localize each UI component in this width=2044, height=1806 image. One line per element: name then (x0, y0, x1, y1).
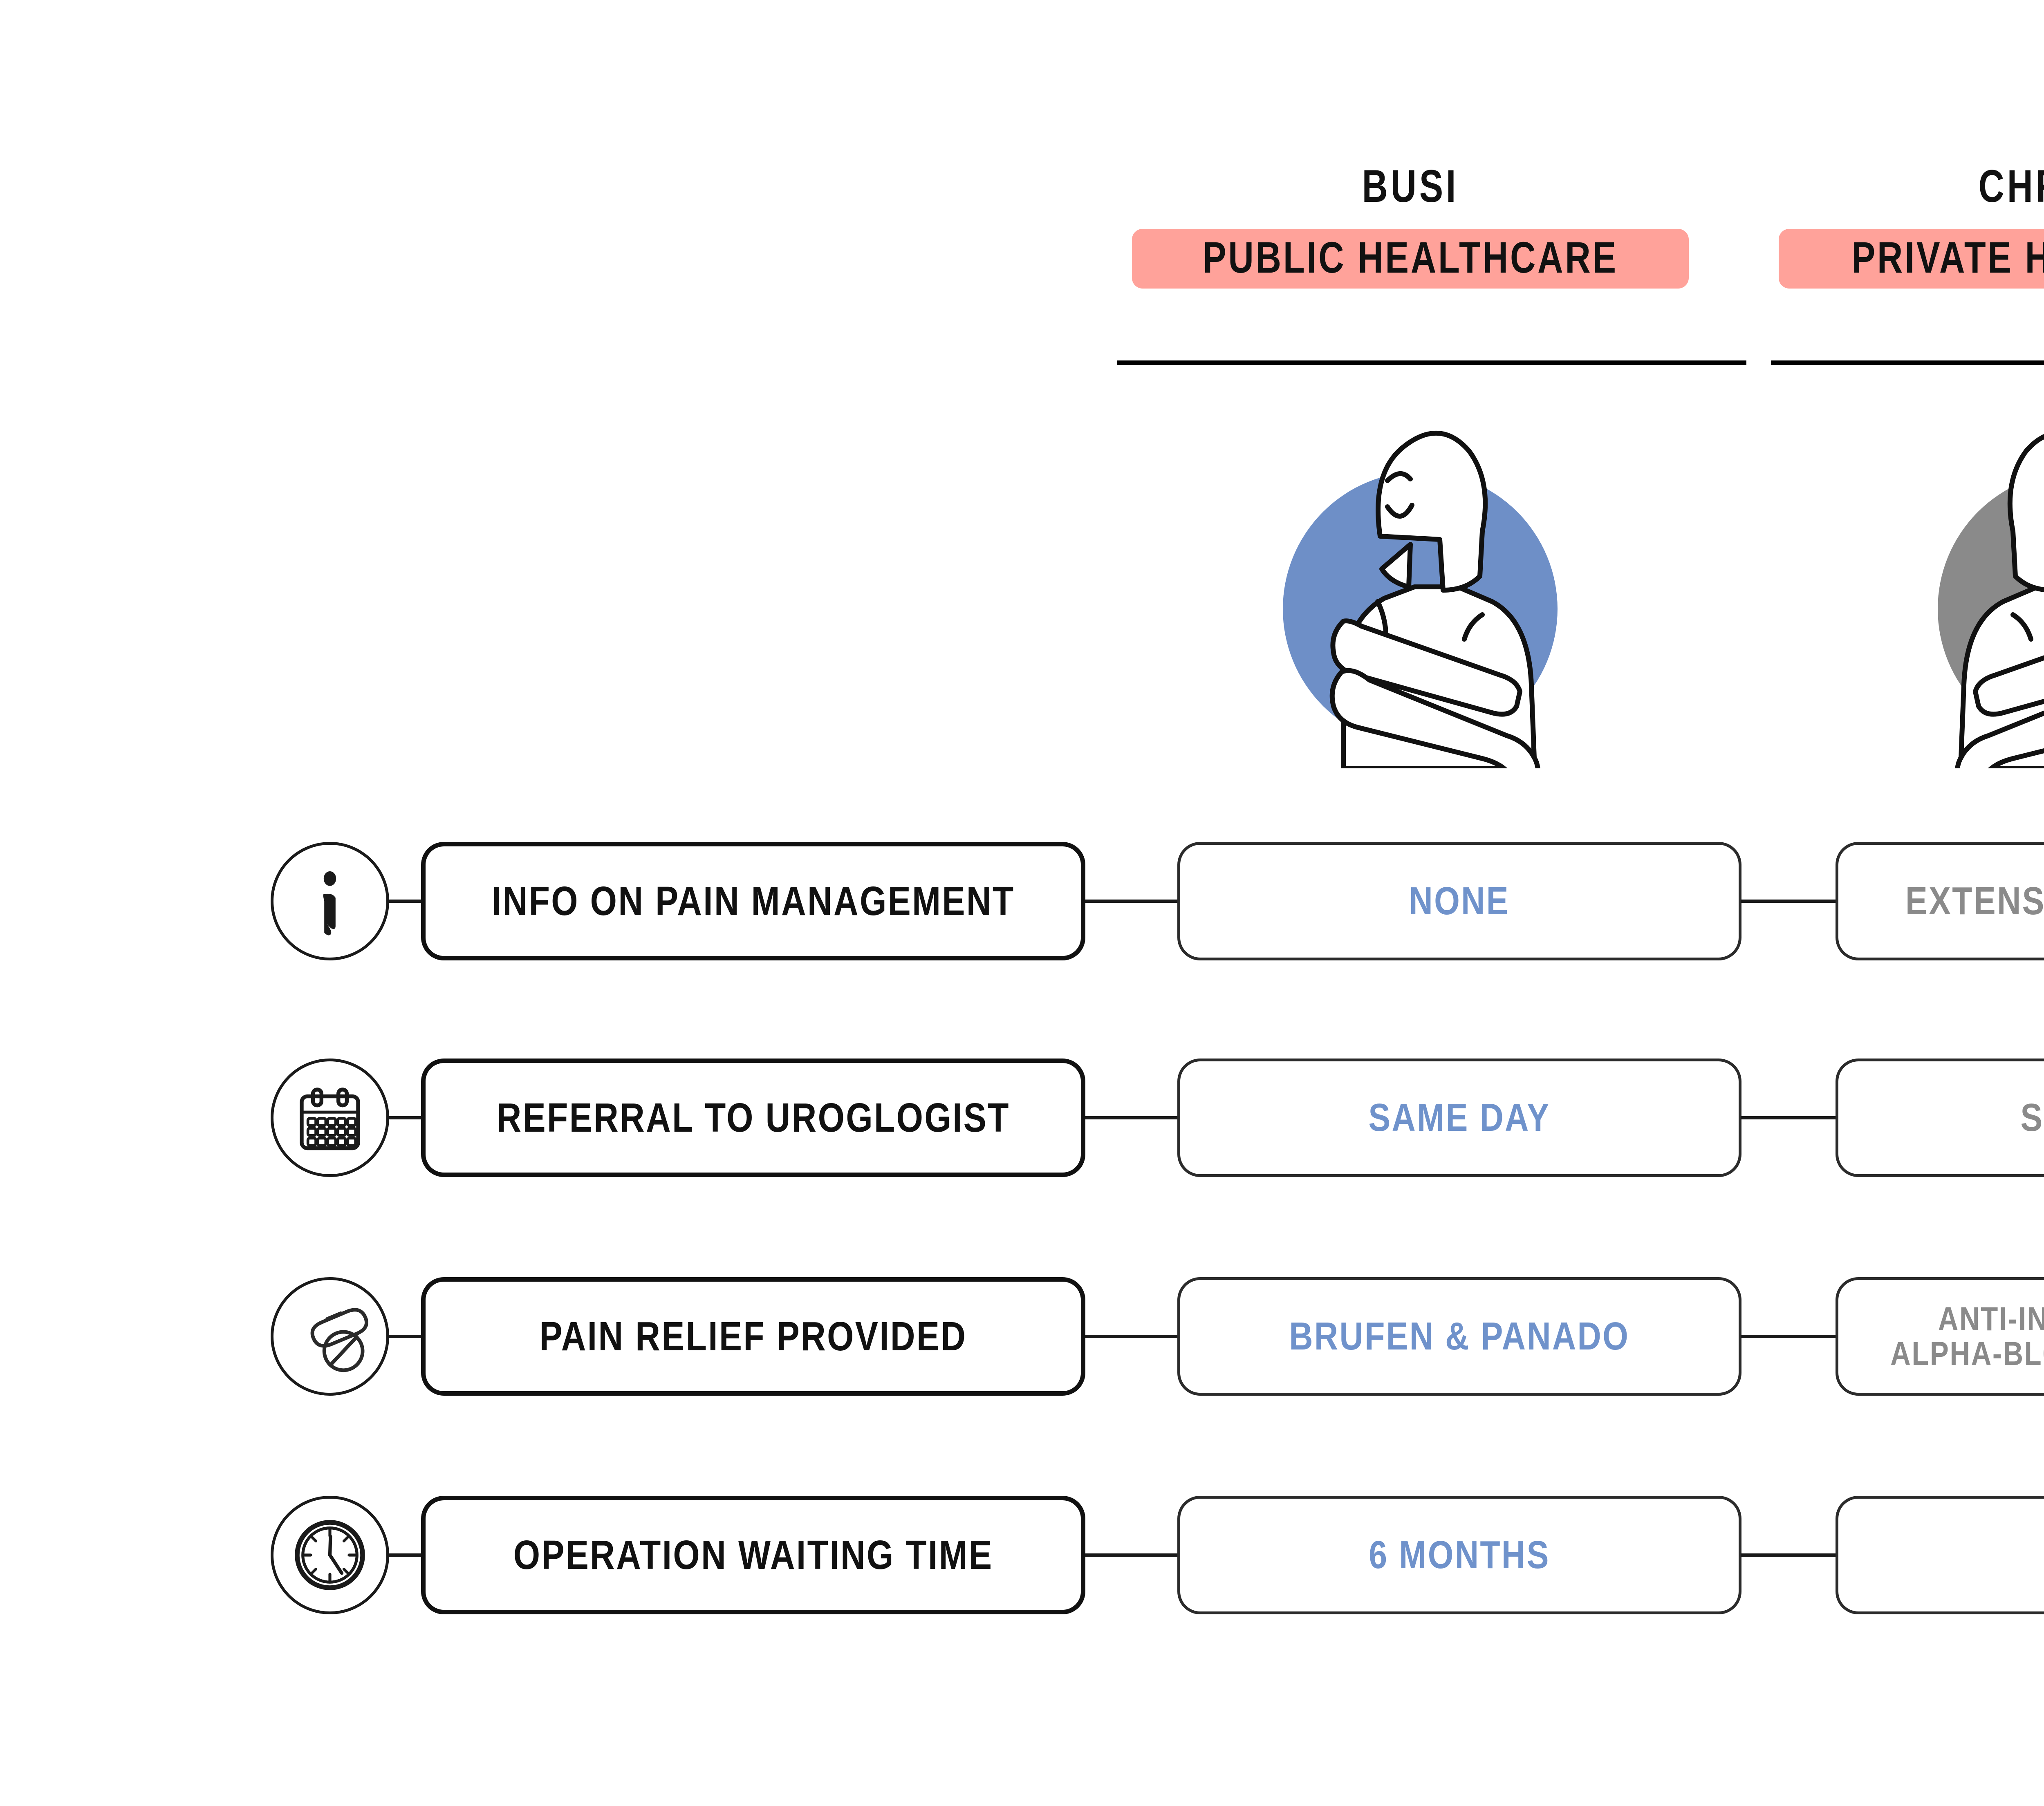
row-connector (389, 1335, 422, 1338)
value-text-public: SAME DAY (1368, 1096, 1551, 1140)
value-cell-private: SAME DAY (1836, 1059, 2044, 1177)
row-connector (1741, 1116, 1837, 1119)
row-connector (1085, 1116, 1179, 1119)
column-person-name-christo: CHRISTO (1978, 161, 2044, 212)
badge-public-healthcare-label: PUBLIC HEALTHCARE (1203, 233, 1618, 282)
pills-icon (271, 1277, 389, 1396)
value-cell-private: 1 WEEK (1836, 1496, 2044, 1614)
column-divider-rule-right (1771, 360, 2044, 365)
value-cell-public: NONE (1177, 842, 1741, 960)
avatar-busi (1247, 376, 1590, 768)
value-cell-public: SAME DAY (1177, 1059, 1741, 1177)
row-connector (389, 1116, 422, 1119)
row-label: PAIN RELIEF PROVIDED (421, 1277, 1085, 1396)
badge-private-healthcare: PRIVATE HEALTHCARE (1778, 229, 2044, 289)
badge-private-healthcare-label: PRIVATE HEALTHCARE (1851, 233, 2044, 282)
column-header-private: CHRISTO PRIVATE HEALTHCARE (1758, 163, 2044, 289)
column-header-public: BUSI PUBLIC HEALTHCARE (1100, 163, 1721, 289)
row-connector (389, 1553, 422, 1557)
value-text-private: ANTI-INFLAMMATORIES ALPHA-BLOCKERS & OPI… (1890, 1300, 2044, 1372)
row-label: OPERATION WAITING TIME (421, 1496, 1085, 1614)
row-label-text: OPERATION WAITING TIME (513, 1532, 993, 1578)
value-cell-public: BRUFEN & PANADO (1177, 1277, 1741, 1396)
value-text-private: SAME DAY (2020, 1096, 2044, 1140)
value-text-public: 6 MONTHS (1369, 1533, 1550, 1577)
row-label-text: INFO ON PAIN MANAGEMENT (491, 878, 1015, 924)
table-row: PAIN RELIEF PROVIDED BRUFEN & PANADO ANT… (0, 1277, 2044, 1408)
table-row: OPERATION WAITING TIME 6 MONTHS 1 WEEK (0, 1496, 2044, 1627)
row-connector (1085, 1335, 1179, 1338)
calendar-icon (271, 1059, 389, 1177)
row-connector (1085, 900, 1179, 903)
row-label: REFERRAL TO UROGLOGIST (421, 1059, 1085, 1177)
column-divider-rule-left (1117, 360, 1746, 365)
column-person-name-busi: BUSI (1362, 161, 1459, 212)
value-cell-private: ANTI-INFLAMMATORIES ALPHA-BLOCKERS & OPI… (1836, 1277, 2044, 1396)
value-text-public: NONE (1409, 879, 1510, 923)
value-text-public: BRUFEN & PANADO (1289, 1314, 1630, 1358)
value-cell-private: EXTENSIVE INFO GIVEN (1836, 842, 2044, 960)
value-text-private: EXTENSIVE INFO GIVEN (1905, 879, 2044, 923)
value-cell-public: 6 MONTHS (1177, 1496, 1741, 1614)
row-connector (1741, 900, 1837, 903)
row-connector (1085, 1553, 1179, 1557)
row-label-text: REFERRAL TO UROGLOGIST (496, 1095, 1010, 1141)
row-connector (389, 900, 422, 903)
row-label: INFO ON PAIN MANAGEMENT (421, 842, 1085, 960)
table-row: REFERRAL TO UROGLOGIST SAME DAY SAME DAY (0, 1059, 2044, 1189)
row-label-text: PAIN RELIEF PROVIDED (539, 1314, 967, 1359)
avatar-christo (1905, 376, 2044, 768)
clock-icon (271, 1496, 389, 1614)
table-row: INFO ON PAIN MANAGEMENT NONE EXTENSIVE I… (0, 842, 2044, 973)
badge-public-healthcare: PUBLIC HEALTHCARE (1132, 229, 1689, 289)
row-connector (1741, 1335, 1837, 1338)
row-connector (1741, 1553, 1837, 1557)
info-icon (271, 842, 389, 960)
